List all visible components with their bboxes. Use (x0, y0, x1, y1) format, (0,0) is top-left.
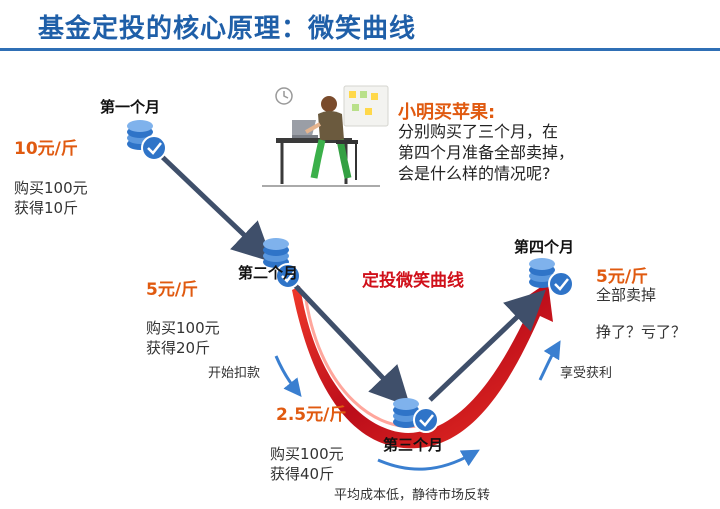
month-2-buy: 购买100元 (146, 319, 220, 337)
smile-curve-band (292, 282, 553, 449)
month-4-question: 挣了？亏了？ (596, 323, 687, 341)
story-line-2: 第四个月准备全部卖掉， (398, 143, 575, 162)
story-heading: 小明买苹果: (398, 102, 496, 123)
month-3-price: 2.5元/斤 (276, 405, 347, 425)
month-1-label: 第一个月 (100, 98, 161, 116)
month-1-get: 获得10斤 (14, 199, 79, 217)
month-4-price: 5元/斤 (596, 267, 649, 287)
check-badge-icon (275, 263, 301, 289)
person-at-desk-illustration (262, 85, 389, 187)
profit-arrow (538, 340, 561, 381)
start-deduct-arrow (274, 355, 302, 398)
path-arrow-2-to-3 (288, 278, 411, 407)
bottom-wait-label: 平均成本低，静待市场反转 (334, 488, 491, 503)
path-arrow-1-to-2 (153, 148, 273, 263)
month-3-buy: 购买100元 (270, 445, 344, 463)
month-2-get: 获得20斤 (146, 339, 211, 357)
profit-label: 享受获利 (560, 366, 613, 381)
story-line-3: 会是什么样的情况呢? (398, 164, 551, 183)
month-2-price: 5元/斤 (146, 280, 199, 300)
smile-curve-label: 定投微笑曲线 (362, 271, 464, 291)
coin-stack-icon (393, 398, 419, 428)
story-line-1: 分别购买了三个月，在 (398, 122, 559, 141)
check-badge-icon (548, 271, 574, 297)
start-deduct-label: 开始扣款 (208, 366, 261, 381)
month-3-get: 获得40斤 (270, 465, 335, 483)
path-arrow-3-to-4 (428, 289, 546, 402)
month-3-label: 第三个月 (383, 436, 444, 454)
bottom-wait-arrow (377, 449, 480, 471)
month-4-label: 第四个月 (514, 238, 575, 256)
month-2-label: 第二个月 (238, 264, 299, 282)
month-1-price: 10元/斤 (14, 139, 78, 159)
check-badge-icon (413, 407, 439, 433)
check-badge-icon (141, 135, 167, 161)
page-title: 基金定投的核心原理：微笑曲线 (38, 14, 417, 44)
month-4-sell: 全部卖掉 (596, 286, 657, 304)
title-divider (0, 48, 720, 51)
month-1-buy: 购买100元 (14, 179, 88, 197)
